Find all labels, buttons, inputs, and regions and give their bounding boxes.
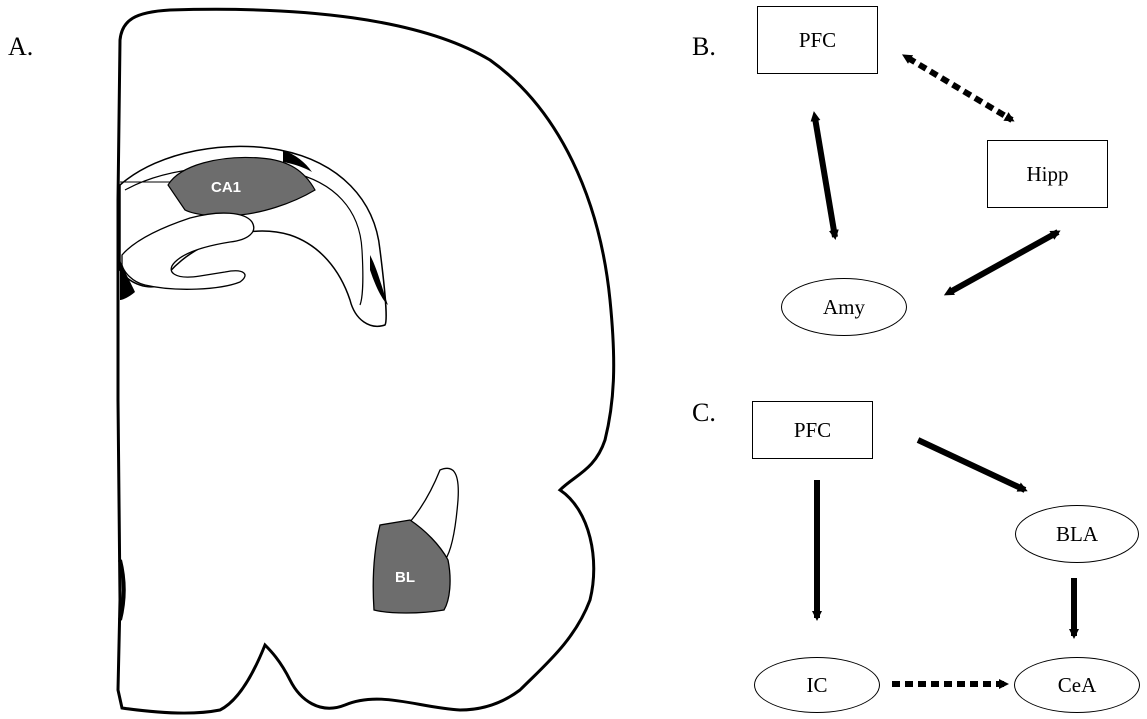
node-c-pfc: PFC <box>752 401 873 459</box>
arrow-pfc-bla <box>918 440 1025 490</box>
node-c-ic: IC <box>754 657 880 713</box>
node-c-bla: BLA <box>1015 505 1139 563</box>
arrow-pfc-amy <box>815 118 835 237</box>
arrow-amy-hipp <box>950 232 1058 292</box>
node-c-cea: CeA <box>1014 657 1140 713</box>
node-b-hipp: Hipp <box>987 140 1108 208</box>
node-b-amy: Amy <box>781 278 907 336</box>
arrow-pfc-hipp <box>908 58 1012 120</box>
node-b-pfc: PFC <box>757 6 878 74</box>
